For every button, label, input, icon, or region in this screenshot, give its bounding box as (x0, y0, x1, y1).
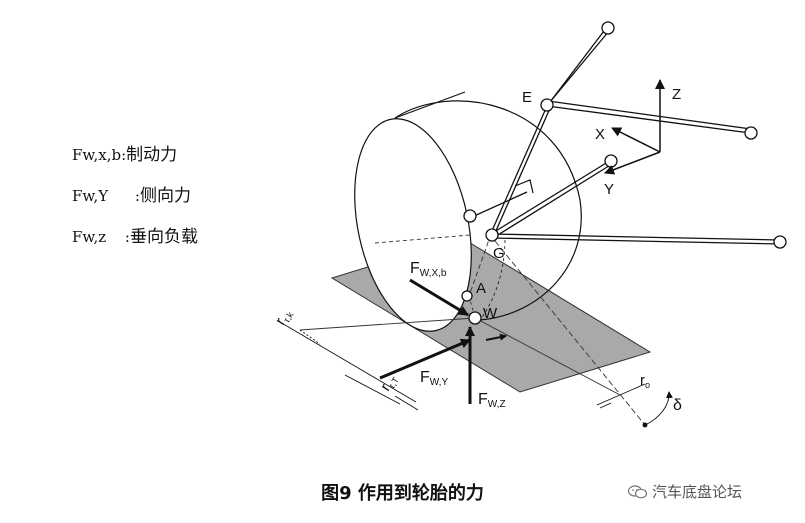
point-w (468, 311, 482, 325)
legend-vertical-sep: : (120, 228, 130, 246)
label-r-tau-k: rτ,k (272, 305, 296, 328)
watermark: 汽车底盘论坛 (628, 481, 742, 502)
watermark-text: 汽车底盘论坛 (652, 483, 743, 501)
wheel-back-edge (394, 100, 582, 321)
force-small-arrow (485, 333, 507, 341)
label-a: A (476, 280, 486, 297)
wechat-icon (628, 485, 648, 499)
label-fwz: FW,Z (478, 391, 506, 410)
legend-vertical-text: 垂向负载 (129, 227, 198, 247)
force-lateral-arrow (379, 338, 471, 380)
dimension-lines (279, 321, 673, 428)
legend-lateral-text: 侧向力 (139, 186, 191, 206)
label-delta: δ (673, 397, 682, 414)
label-fwy: FW,Y (420, 369, 448, 388)
legend-vertical-symbol: Fw,z (72, 228, 107, 246)
label-w: W (483, 305, 498, 322)
y-axis (604, 151, 661, 175)
point-a (461, 290, 473, 302)
legend-lateral: Fw,Y :侧向力 (72, 188, 191, 205)
legend-lateral-sep: : (130, 187, 140, 205)
label-y: Y (604, 181, 614, 198)
delta-arc (644, 391, 673, 426)
force-arrows (379, 278, 507, 404)
joints (461, 21, 787, 325)
legend-braking-text: 制动力 (126, 145, 178, 165)
force-braking-arrow (409, 278, 469, 317)
joint-right-lower (773, 235, 787, 249)
label-r-o: ro (640, 372, 650, 390)
legend-braking: Fw,x,b:制动力 (72, 147, 177, 164)
legend-lateral-symbol: Fw,Y (72, 187, 109, 205)
joint-top (601, 21, 615, 35)
joint-e (540, 98, 554, 112)
suspension-links (471, 26, 781, 245)
joint-g (485, 228, 499, 242)
x-axis (611, 127, 661, 153)
joint-left (463, 209, 477, 223)
wheel-hidden-edge (479, 239, 506, 321)
figure-caption: 图9 作用到轮胎的力 (321, 483, 484, 504)
legend-braking-sep: : (121, 146, 127, 164)
legend-braking-symbol: Fw,x,b (72, 146, 122, 164)
wheel-top-tread (394, 91, 466, 119)
label-x: X (595, 126, 605, 143)
label-e: E (522, 89, 532, 106)
label-g: G (493, 245, 505, 262)
diagram-labels: E G A W Z X Y FW,X,b FW,Y FW,Z rτ,k rτ,T… (272, 86, 682, 414)
joint-right-upper (744, 126, 758, 140)
label-fwxb: FW,X,b (410, 260, 447, 279)
label-z: Z (672, 86, 681, 103)
legend-vertical: Fw,z :垂向负载 (72, 229, 198, 246)
coordinate-axes (604, 79, 665, 175)
joint-mid (604, 154, 618, 168)
